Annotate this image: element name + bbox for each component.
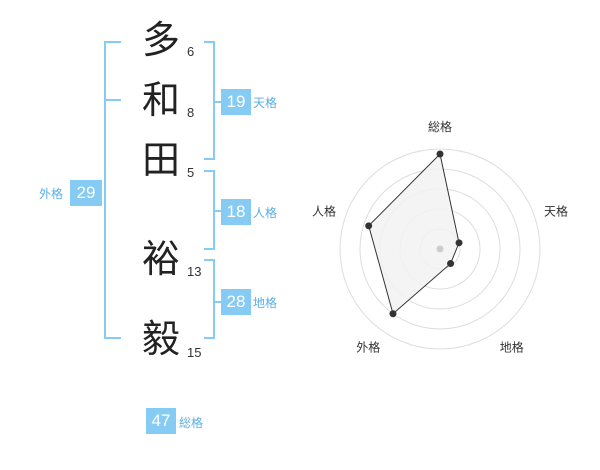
name-char-5: 毅: [141, 317, 180, 361]
radar-ring-5: [339, 148, 541, 350]
name-char-4: 裕: [141, 237, 180, 281]
stroke-count-1: 6: [187, 44, 195, 59]
radar-series-area: [368, 152, 460, 315]
radar-axis-label-2: 天格: [544, 203, 568, 218]
radar-point-2: [455, 239, 463, 247]
stroke-count-5: 15: [187, 345, 202, 360]
gaikaku-bracket: [104, 41, 121, 339]
chikaku-bracket-tick: [214, 301, 222, 303]
soukaku-badge: 47: [146, 408, 176, 434]
tenkaku-badge: 19: [221, 89, 251, 115]
radar-point-3: [447, 260, 455, 268]
jinkaku-badge: 18: [221, 199, 251, 225]
chikaku-badge: 28: [221, 289, 251, 315]
gaikaku-bracket-tick-upper: [104, 99, 121, 101]
gaikaku-label: 外格: [39, 187, 64, 201]
name-char-3: 田: [141, 138, 180, 182]
jinkaku-label: 人格: [253, 206, 278, 220]
radar-axis-label-3: 地格: [500, 340, 524, 355]
chikaku-label: 地格: [253, 296, 278, 310]
soukaku-label: 総格: [179, 416, 204, 430]
tenkaku-bracket-tick: [214, 101, 222, 103]
stroke-count-3: 5: [187, 165, 195, 180]
chikaku-bracket: [204, 259, 215, 339]
radar-axis-label-1: 総格: [428, 119, 452, 134]
radar-point-5: [365, 222, 373, 230]
name-char-1: 多: [141, 18, 180, 62]
tenkaku-bracket: [204, 41, 215, 160]
name-char-2: 和: [141, 78, 180, 122]
tenkaku-label: 天格: [253, 96, 278, 110]
stroke-count-4: 13: [187, 264, 202, 279]
radar-center-dot: [436, 245, 444, 253]
radar-axis-label-5: 人格: [312, 203, 336, 218]
jinkaku-bracket-tick: [214, 210, 222, 212]
radar-point-1: [436, 150, 444, 158]
radar-axis-label-4: 外格: [356, 340, 380, 355]
gaikaku-badge: 29: [70, 180, 102, 206]
stroke-count-2: 8: [187, 105, 195, 120]
radar-point-4: [389, 310, 397, 318]
